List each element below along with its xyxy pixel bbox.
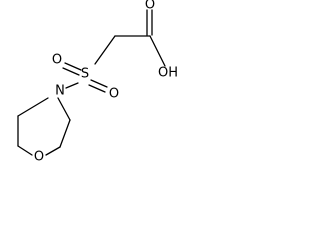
atom-s-sulfur: S	[81, 67, 89, 82]
atom-oh-hydroxyl: OH	[158, 66, 178, 81]
atom-o-sulfonyl-right: O	[109, 87, 119, 102]
bond-s-n	[65, 82, 79, 89]
atom-o-ring: O	[34, 150, 44, 165]
bond-c-oh	[149, 35, 166, 67]
molecule-drawing: O OH S O O N O	[17, 0, 178, 165]
atom-n-nitrogen: N	[55, 84, 65, 99]
bond-s-o-top-b	[62, 67, 80, 76]
ring-bond-n-c1	[57, 97, 71, 121]
bond-s-o-right-b	[88, 84, 106, 93]
atom-o-sulfonyl-top: O	[52, 53, 62, 68]
ring-bond-c4-n	[17, 97, 49, 117]
bond-ch2-s	[94, 35, 116, 65]
bond-s-o-top-a	[64, 62, 82, 71]
atom-o-carbonyl: O	[145, 0, 155, 13]
bond-s-o-right-a	[90, 79, 108, 88]
ring-bond-c1-c2	[59, 119, 71, 148]
ring-bond-o-c3	[17, 145, 33, 156]
ring-bond-c2-o	[45, 146, 61, 156]
structure-diagram: O OH S O O N O	[0, 0, 181, 190]
